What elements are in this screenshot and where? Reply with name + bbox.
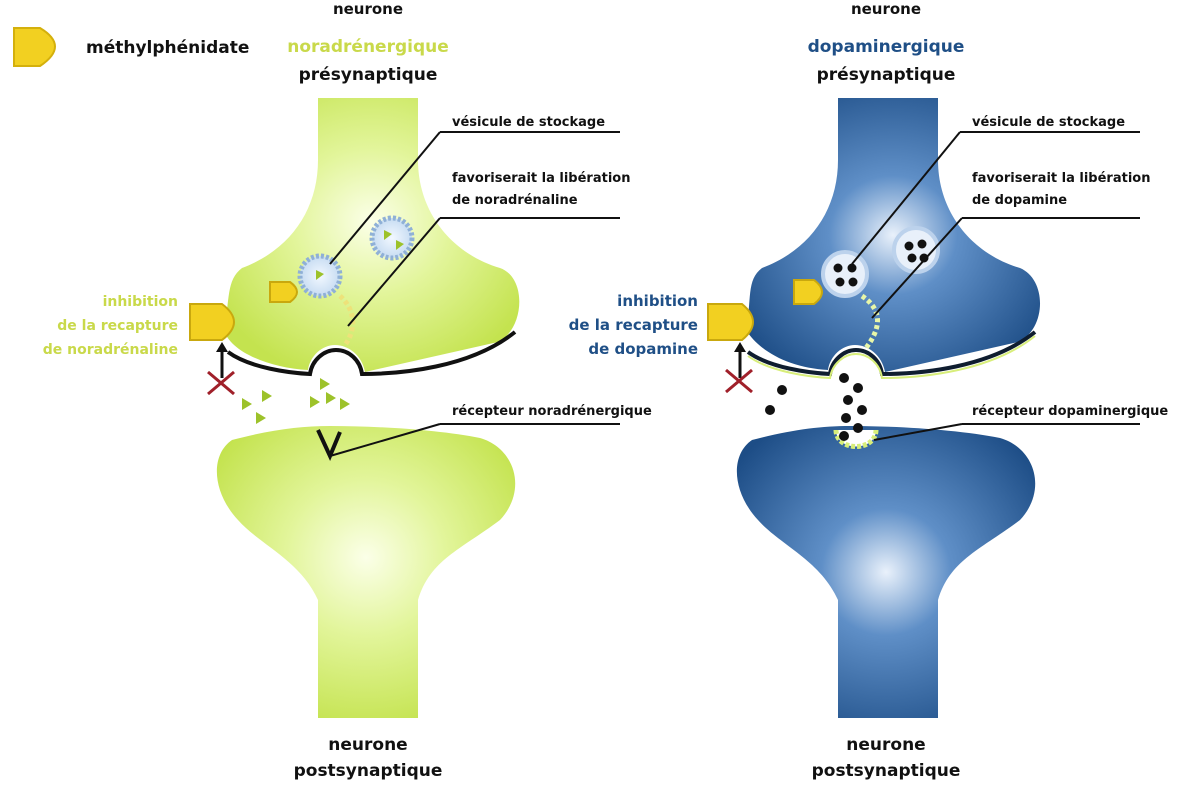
methylphenidate-noradrenergic-blocker [190,304,234,340]
dopaminergic-release-label-1: favoriserait la libération [972,171,1150,186]
dopaminergic-post-label-2: postsynaptique [812,761,961,781]
dopaminergic-inhibition-1: inhibition [617,292,698,310]
dopaminergic-inhibition-3: de dopamine [588,340,698,358]
dopaminergic-type-label: dopaminergique [808,37,965,57]
dopaminergic-postsynaptic-neuron [737,426,1035,718]
noradrenergic-postsynaptic-neuron [217,426,515,718]
dopaminergic-presyn-label: présynaptique [817,65,956,85]
methylphenidate-noradrenergic-bound [270,282,297,302]
noradrenergic-presyn-label: présynaptique [299,65,438,85]
methylphenidate-legend-icon [14,28,55,66]
noradrenaline-molecules [242,378,350,424]
noradrenergic-inhibition-1: inhibition [103,294,178,310]
noradrenergic-synapse: neurone noradrénergique présynaptique vé… [43,0,652,781]
legend-label: méthylphénidate [86,38,249,58]
noradrenergic-top-word: neurone [333,0,403,18]
dopaminergic-receptor-label: récepteur dopaminergique [972,404,1168,419]
dopaminergic-inhibition-2: de la recapture [569,316,698,334]
noradrenergic-post-label-1: neurone [328,735,407,755]
dopaminergic-presynaptic-neuron [746,98,1040,372]
noradrenergic-vesicle-1 [300,256,340,296]
dopaminergic-post-label-1: neurone [846,735,925,755]
noradrenergic-inhibition-3: de noradrénaline [43,342,178,358]
dopaminergic-vesicle-label: vésicule de stockage [972,115,1125,130]
dopaminergic-release-label-2: de dopamine [972,193,1067,208]
noradrenergic-release-label-1: favoriserait la libération [452,171,630,186]
methylphenidate-dopaminergic-blocker [708,304,753,340]
noradrenergic-inhibition-2: de la recapture [57,318,178,334]
noradrenergic-post-label-2: postsynaptique [294,761,443,781]
noradrenergic-release-label-2: de noradrénaline [452,193,578,208]
dopaminergic-top-word: neurone [851,0,921,18]
noradrenergic-receptor-label: récepteur noradrénergique [452,404,652,419]
legend: méthylphénidate [14,28,249,66]
methylphenidate-dopaminergic-bound [794,280,822,304]
dopaminergic-vesicle-2 [894,228,938,272]
dopaminergic-vesicle-1 [823,252,867,296]
noradrenergic-vesicle-label: vésicule de stockage [452,115,605,130]
dopaminergic-synapse: neurone dopaminergique présynaptique vés… [569,0,1169,781]
noradrenergic-type-label: noradrénergique [287,37,449,57]
noradrenergic-vesicle-2 [372,218,412,258]
